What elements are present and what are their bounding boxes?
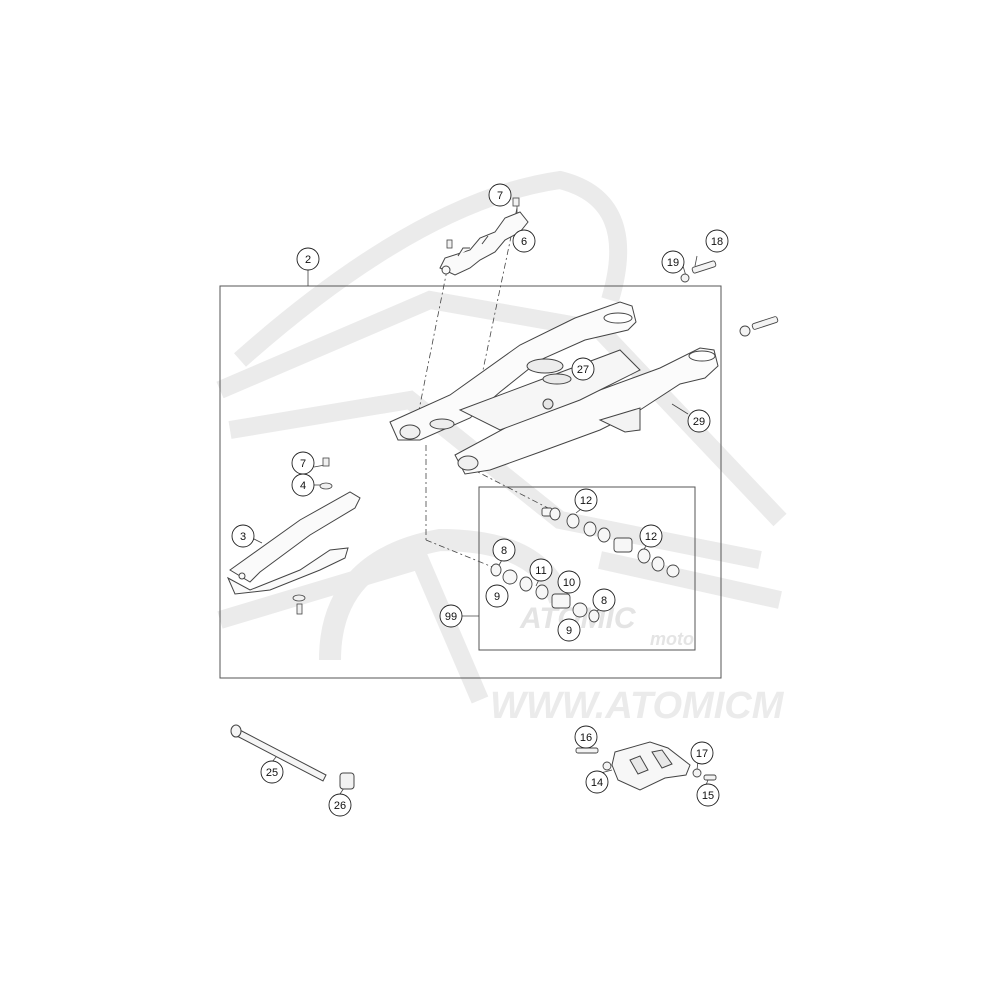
watermark-brand: ATOMIC moto WWW.ATOMICM [490, 602, 785, 727]
svg-text:18: 18 [711, 236, 723, 248]
callout-4: 4 [291, 473, 315, 497]
swingarm [389, 301, 719, 475]
callout-14: 14 [585, 770, 609, 794]
swingarm-protector [542, 373, 572, 385]
svg-text:9: 9 [566, 625, 572, 637]
svg-text:9: 9 [494, 591, 500, 603]
chain-guide [611, 741, 691, 791]
svg-text:16: 16 [580, 732, 592, 744]
callout-17: 17 [690, 741, 714, 765]
svg-text:12: 12 [580, 495, 592, 507]
callout-11: 11 [529, 558, 553, 582]
callout-8-left: 8 [492, 538, 516, 562]
callout-26: 26 [328, 793, 352, 817]
svg-text:27: 27 [577, 364, 589, 376]
svg-text:8: 8 [601, 595, 607, 607]
svg-text:15: 15 [702, 790, 714, 802]
callout-12-upper: 12 [574, 488, 598, 512]
svg-text:7: 7 [497, 190, 503, 202]
pivot-spacer [339, 772, 355, 790]
callout-19: 19 [661, 250, 685, 274]
callout-99: 99 [439, 604, 463, 628]
svg-text:8: 8 [501, 545, 507, 557]
slider-fasteners [292, 457, 333, 615]
callout-29: 29 [687, 409, 711, 433]
svg-text:12: 12 [645, 531, 657, 543]
svg-text:29: 29 [693, 416, 705, 428]
bearing-kit-box [478, 486, 696, 651]
callout-9-left: 9 [485, 584, 509, 608]
swingarm-assembly-box [219, 285, 722, 679]
callout-16: 16 [574, 725, 598, 749]
svg-text:4: 4 [300, 480, 306, 492]
pivot-axle [230, 724, 327, 782]
chain-guide-plate [439, 211, 529, 276]
callout-15: 15 [696, 783, 720, 807]
svg-text:99: 99 [445, 611, 457, 623]
callout-7-top: 7 [488, 183, 512, 207]
svg-text:6: 6 [521, 236, 527, 248]
svg-text:25: 25 [266, 767, 278, 779]
callout-12-lower: 12 [639, 524, 663, 548]
axle-bolts [680, 260, 779, 337]
chain-guide-fasteners [575, 747, 717, 781]
svg-text:WWW.ATOMICM: WWW.ATOMICM [490, 685, 785, 727]
svg-text:moto: moto [650, 629, 694, 649]
svg-text:19: 19 [667, 257, 679, 269]
svg-text:26: 26 [334, 800, 346, 812]
svg-text:11: 11 [535, 565, 546, 577]
callout-7-slider: 7 [291, 451, 315, 475]
bolt-7-top [446, 197, 520, 249]
callout-10: 10 [557, 570, 581, 594]
svg-text:2: 2 [305, 254, 311, 266]
callout-3: 3 [231, 524, 255, 548]
callout-18: 18 [705, 229, 729, 253]
callout-6: 6 [512, 229, 536, 253]
svg-text:14: 14 [591, 777, 603, 789]
svg-text:7: 7 [300, 458, 306, 470]
callout-27: 27 [571, 357, 595, 381]
svg-text:17: 17 [696, 748, 708, 760]
bearing-kit-parts [490, 507, 680, 623]
callout-25: 25 [260, 760, 284, 784]
svg-text:10: 10 [563, 577, 575, 589]
chain-slider [226, 491, 361, 595]
assembly-dashed-lines [413, 207, 549, 569]
callout-2: 2 [296, 247, 320, 271]
callout-8-right: 8 [592, 588, 616, 612]
callout-9-right: 9 [557, 618, 581, 642]
svg-text:3: 3 [240, 531, 246, 543]
